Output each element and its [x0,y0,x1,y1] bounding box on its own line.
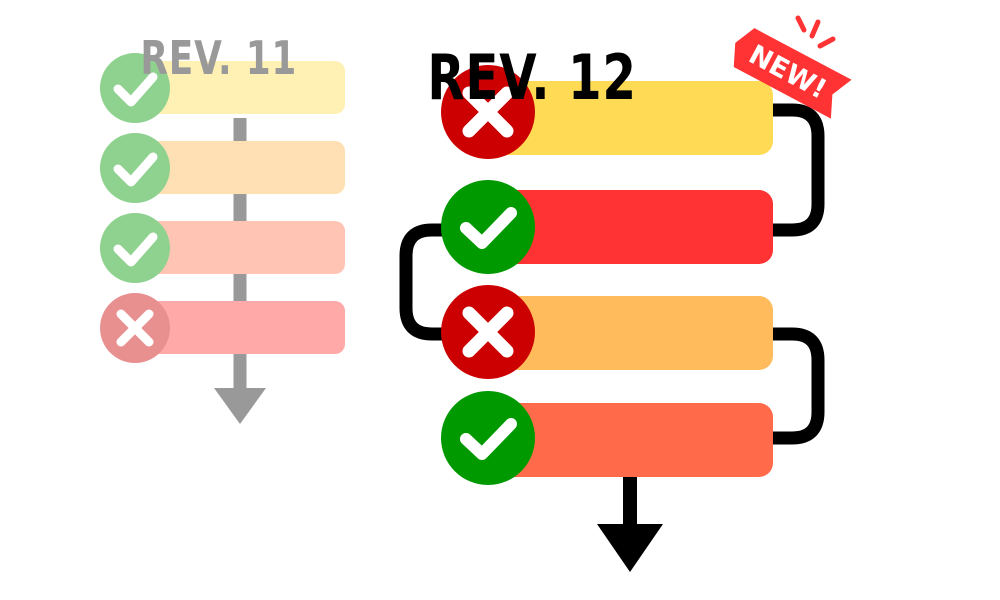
old-revision-title: REV. 11 [140,32,297,86]
old-step-bar [130,141,345,194]
new-step-bar [480,81,773,155]
new-step-bar [480,296,773,370]
check-icon [441,180,535,274]
old-revision-flow: REV. 11 [100,32,345,424]
old-step-bar [130,221,345,274]
connector-line [752,103,825,237]
check-icon [100,213,170,283]
new-step-bar [480,190,773,264]
connector-line [752,327,825,445]
x-icon [441,285,535,379]
old-flow-arrowhead [214,388,266,424]
x-icon [441,65,535,159]
badge-ribbon [733,28,852,119]
check-icon [100,133,170,203]
connector-line [399,223,460,341]
old-step-bar [130,61,345,114]
check-icon [100,53,170,123]
x-icon [100,293,170,363]
check-icon [441,391,535,485]
new-revision-flow: REV. 12 NEW! [399,15,852,572]
flow-arrowhead [597,524,663,572]
old-step-bar [130,301,345,354]
burst-lines [795,15,836,49]
new-revision-title: REV. 12 [427,42,636,114]
new-step-bar [480,403,773,477]
